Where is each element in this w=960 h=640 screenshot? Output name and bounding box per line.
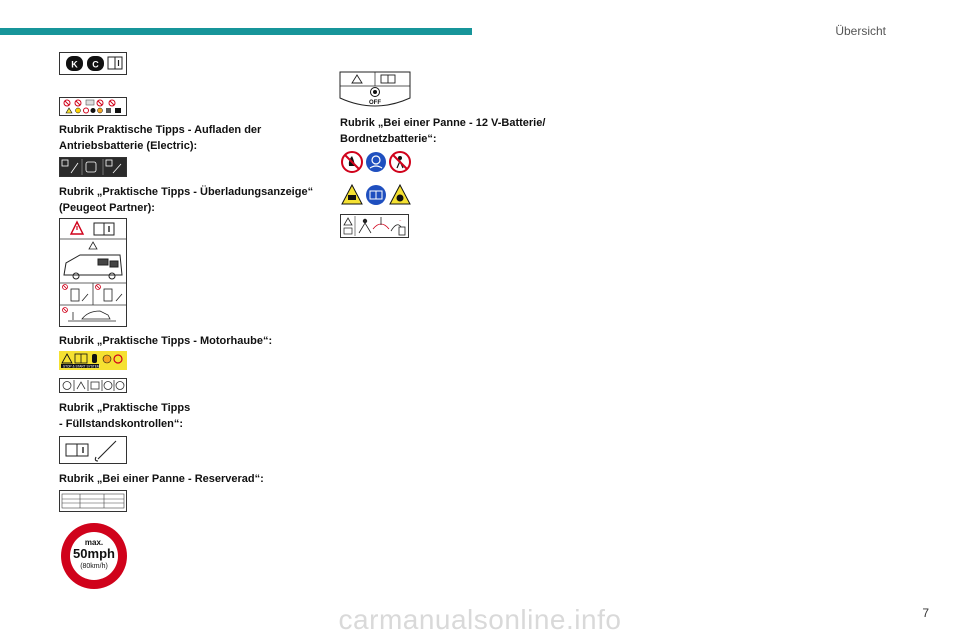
warning-triangle-icon (351, 74, 363, 84)
no-flame-icon (341, 151, 363, 173)
manual-book-icon (65, 443, 89, 457)
heading-bonnet-line1: Rubrik „Praktische Tipps - Motorhaube“: (59, 335, 273, 347)
speed-limit-sign: max. 50mph (80km/h) (59, 521, 129, 591)
stop-start-label-text: STOP & START SYSTEM (63, 364, 100, 368)
heading-charging-line2: Antriebsbatterie (Electric): (59, 140, 198, 152)
heading-spare-wheel: Rubrik „Bei einer Panne - Reserverad“: (59, 471, 339, 487)
charging-pictogram-label (59, 157, 127, 177)
fuel-badge-c-text: C (92, 60, 99, 70)
heading-overload: Rubrik „Praktische Tipps - Überladungsan… (59, 184, 339, 216)
manual-book-icon (380, 74, 396, 84)
heading-battery-line2: Bordnetzbatterie“: (340, 133, 437, 145)
battery-prohibition-icons (340, 150, 412, 174)
corrosive-warning-icon (341, 183, 363, 205)
manual-book-icon (107, 56, 123, 70)
van-outline-icon (63, 254, 123, 280)
header-accent-bar (0, 28, 472, 35)
fuel-type-label: K C (59, 52, 127, 75)
warning-triangle-icon (69, 220, 85, 235)
fuel-badge-c: C (87, 56, 104, 71)
airbag-icon (370, 87, 380, 97)
fuel-badge-k-text: K (71, 60, 78, 70)
off-switch-label: OFF (339, 70, 411, 110)
heading-overload-line2: (Peugeot Partner): (59, 202, 155, 214)
speed-sign-alt-text: (80km/h) (80, 563, 108, 570)
heading-bonnet: Rubrik „Praktische Tipps - Motorhaube“: (59, 333, 339, 349)
heading-overload-line1: Rubrik „Praktische Tipps - Überladungsan… (59, 186, 314, 198)
watermark-text: carmanualsonline.info (338, 604, 622, 635)
no-children-icon (389, 151, 411, 173)
speed-sign-max-text: max. (85, 538, 103, 547)
page-number: 7 (922, 606, 929, 620)
heading-charging: Rubrik Praktische Tipps - Aufladen der A… (59, 122, 329, 154)
heading-battery: Rubrik „Bei einer Panne - 12 V-Batterie/… (340, 115, 620, 147)
heading-levels: Rubrik „Praktische Tipps - Füllstandskon… (59, 400, 339, 432)
eye-protection-icon (366, 152, 386, 172)
heading-levels-line1: Rubrik „Praktische Tipps (59, 402, 191, 414)
heading-battery-line1: Rubrik „Bei einer Panne - 12 V-Batterie/ (340, 117, 546, 129)
svg-text:~: ~ (399, 218, 402, 223)
battery-pictogram-label: ~ (340, 214, 409, 238)
heading-spare-wheel-line1: Rubrik „Bei einer Panne - Reserverad“: (59, 473, 264, 485)
speed-sign-speed-text: 50mph (73, 546, 115, 561)
explosive-warning-icon (389, 183, 411, 205)
dipstick-icon (94, 440, 117, 462)
battery-warning-icons (340, 183, 412, 207)
heading-charging-line1: Rubrik Praktische Tipps - Aufladen der (59, 124, 262, 136)
manual-book-icon (93, 222, 115, 236)
off-label-text: OFF (369, 100, 381, 106)
bonnet-yellow-label: STOP & START SYSTEM (59, 351, 127, 370)
warning-pictogram-strip (59, 97, 127, 116)
section-title: Übersicht (835, 24, 886, 38)
heading-levels-line2: - Füllstandskontrollen“: (59, 418, 184, 430)
levels-pictogram-label (59, 436, 127, 464)
bonnet-icon-strip (59, 378, 127, 393)
manual-info-icon (366, 185, 386, 205)
overload-pictogram-label (59, 218, 127, 327)
fuel-badge-k: K (66, 56, 83, 71)
spare-wheel-label (59, 490, 127, 512)
